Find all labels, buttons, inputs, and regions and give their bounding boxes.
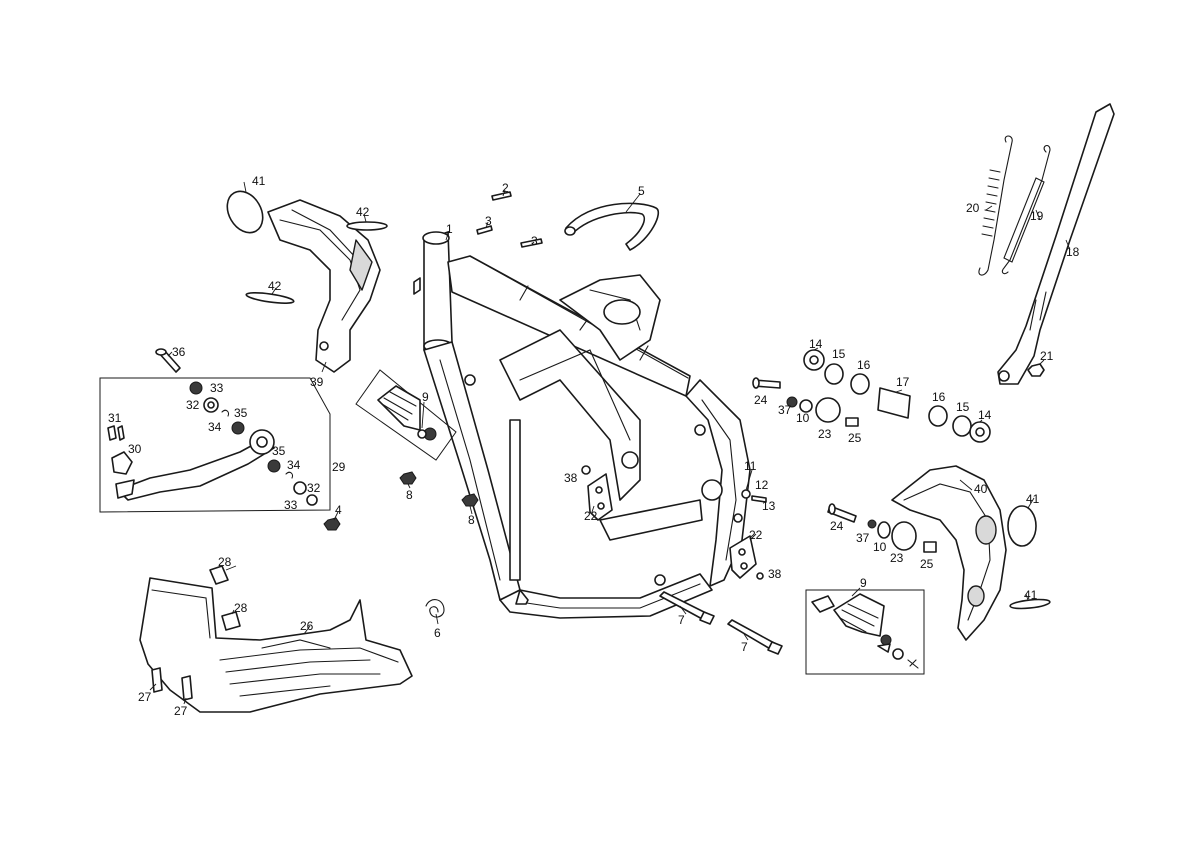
callout-4: 4: [335, 503, 342, 517]
callout-27b: 27: [174, 704, 188, 718]
callout-23a: 23: [818, 427, 832, 441]
callout-8b: 8: [468, 513, 475, 527]
callout-7b: 7: [741, 640, 748, 654]
callout-21: 21: [1040, 349, 1054, 363]
nut-4: [323, 517, 341, 531]
callout-32a: 32: [186, 398, 200, 412]
pivot-hardware-lower: [827, 503, 937, 553]
nut-8-center: [461, 493, 479, 507]
callout-28a: 28: [218, 555, 232, 569]
pivot-hardware-upper: [752, 349, 991, 443]
callout-31: 31: [108, 411, 122, 425]
callout-10b: 10: [873, 540, 887, 554]
bracket-22-left: [581, 465, 613, 521]
pin-3b: [520, 238, 543, 248]
callout-30: 30: [128, 442, 142, 456]
callout-5: 5: [638, 184, 645, 198]
callout-23b: 23: [890, 551, 904, 565]
callout-33a: 33: [210, 381, 224, 395]
cable-tie-41-right: [1007, 505, 1037, 547]
callout-20: 20: [966, 201, 980, 215]
cable-tie-42-mid: [245, 292, 295, 304]
callout-3a: 3: [485, 214, 492, 228]
callout-3b: 3: [531, 234, 538, 248]
cable-tie-41-lower: [1009, 598, 1051, 610]
callout-12: 12: [755, 478, 769, 492]
callout-15b: 15: [956, 400, 970, 414]
callout-34b: 34: [287, 458, 301, 472]
callout-36: 36: [172, 345, 186, 359]
footrest-left: [355, 369, 457, 461]
callout-37a: 37: [778, 403, 792, 417]
brake-pedal-assembly: [99, 348, 331, 513]
callout-32b: 32: [307, 481, 321, 495]
callout-41b: 41: [1026, 492, 1040, 506]
callout-37b: 37: [856, 531, 870, 545]
callout-41a: 41: [252, 174, 266, 188]
callout-35a: 35: [234, 406, 248, 420]
callout-22b: 22: [749, 528, 763, 542]
spring-19: [1001, 144, 1051, 275]
callout-18: 18: [1066, 245, 1080, 259]
callout-2: 2: [502, 181, 509, 195]
callout-29: 29: [332, 460, 346, 474]
callout-34a: 34: [208, 420, 222, 434]
side-stand: [997, 103, 1115, 385]
callout-27a: 27: [138, 690, 152, 704]
callout-25a: 25: [848, 431, 862, 445]
callout-16a: 16: [857, 358, 871, 372]
bracket-22-right: [729, 535, 764, 580]
callout-13: 13: [762, 499, 776, 513]
cable-tie-42-top: [346, 221, 388, 231]
handle-tube-5: [564, 202, 659, 251]
callout-11: 11: [744, 459, 757, 473]
main-frame: [413, 231, 751, 619]
callout-35b: 35: [272, 444, 286, 458]
callout-17: 17: [896, 375, 910, 389]
callout-28b: 28: [234, 601, 248, 615]
bolt-7-right: [727, 619, 783, 655]
callout-33b: 33: [284, 498, 298, 512]
callout-39: 39: [310, 375, 324, 389]
nut-8-left: [399, 471, 417, 485]
callout-40: 40: [974, 482, 988, 496]
callout-8a: 8: [406, 488, 413, 502]
callout-16b: 16: [932, 390, 946, 404]
bolt-7-left: [659, 591, 715, 625]
cable-tie-41-left: [226, 190, 264, 234]
leader-lines: [149, 181, 1071, 705]
nut-21: [1027, 363, 1045, 377]
callout-6: 6: [434, 626, 441, 640]
callout-15a: 15: [832, 347, 846, 361]
callout-9b: 9: [860, 576, 867, 590]
callout-7a: 7: [678, 613, 685, 627]
callout-10a: 10: [796, 411, 810, 425]
callout-42a: 42: [356, 205, 370, 219]
spring-20: [978, 135, 1013, 276]
callout-19: 19: [1030, 209, 1044, 223]
callout-24a: 24: [754, 393, 768, 407]
callout-14a: 14: [809, 337, 823, 351]
callout-26: 26: [300, 619, 314, 633]
footrest-right: [805, 589, 925, 675]
callout-14b: 14: [978, 408, 992, 422]
callout-42b: 42: [268, 279, 282, 293]
callout-1: 1: [446, 222, 453, 236]
callout-41c: 41: [1024, 588, 1038, 602]
callout-labels: 1 2 3 3 4 5 6 7 7 8 8 9 9 10 10 11 12 13…: [108, 174, 1080, 718]
callout-25b: 25: [920, 557, 934, 571]
callout-38b: 38: [768, 567, 782, 581]
callout-38a: 38: [564, 471, 578, 485]
skid-plate: [139, 565, 413, 713]
callout-22a: 22: [584, 509, 598, 523]
callout-9a: 9: [422, 390, 429, 404]
frame-guard-right: [891, 465, 1007, 641]
callout-24b: 24: [830, 519, 844, 533]
spring-clip-6: [425, 599, 445, 618]
